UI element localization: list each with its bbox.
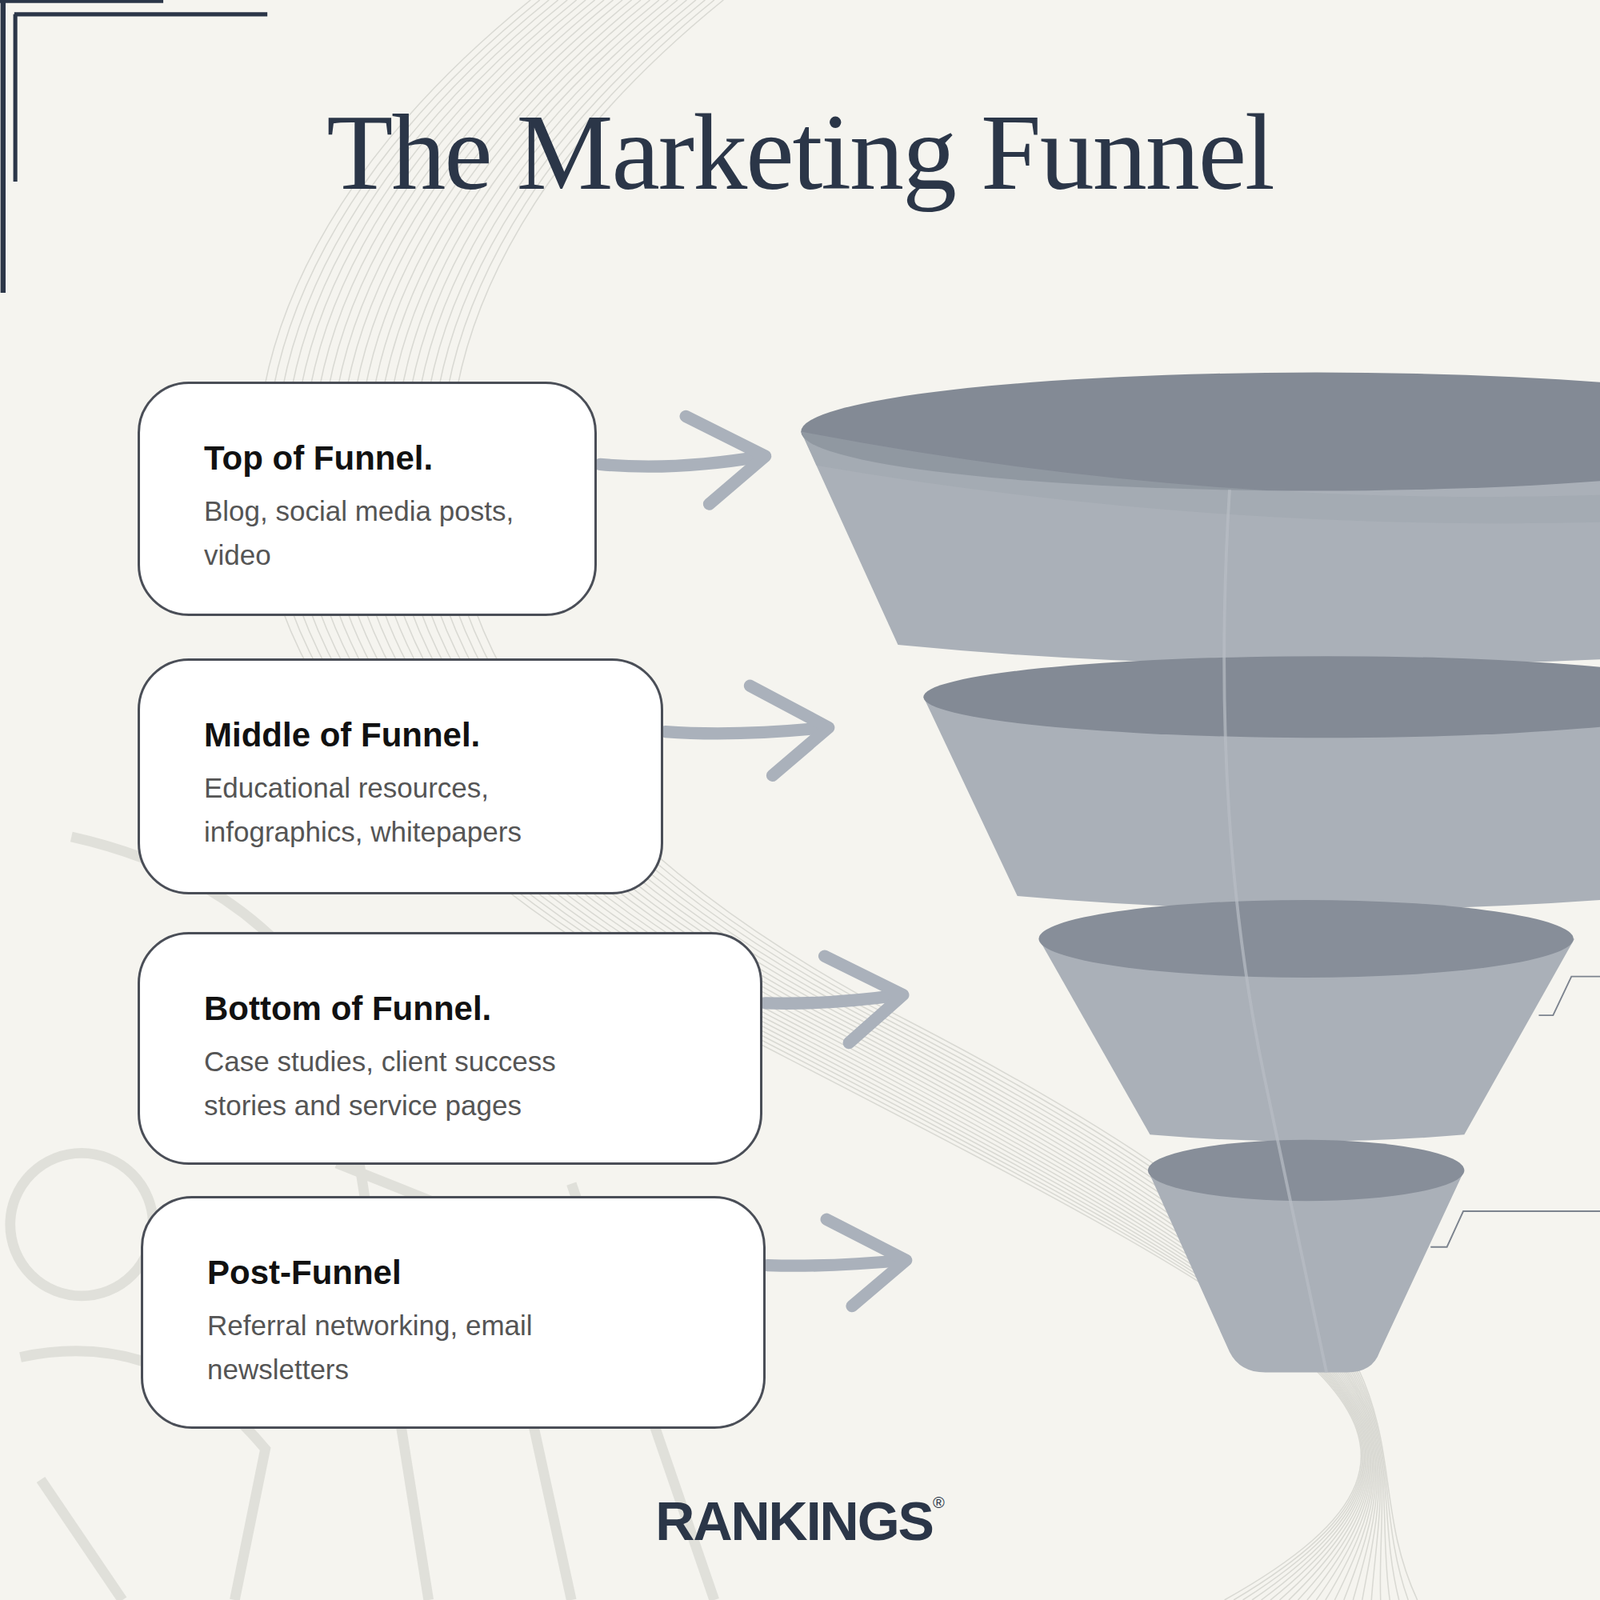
stage-box: Middle of Funnel. Educational resources, …: [137, 658, 664, 895]
stage-heading: Post-Funnel: [207, 1252, 732, 1293]
stage-box: Bottom of Funnel. Case studies, client su…: [137, 932, 763, 1165]
logo: RANKINGS®: [0, 1489, 1600, 1552]
stage-description: Educational resources, infographics, whi…: [204, 766, 588, 854]
stage-box: Top of Funnel. Blog, social media posts, …: [137, 381, 597, 616]
leader-lines: [1430, 976, 1600, 1248]
stage-description: Referral networking, email newsletters: [207, 1304, 592, 1392]
brand-name: RANKINGS: [655, 1490, 933, 1552]
stage-description: Case studies, client success stories and…: [204, 1040, 604, 1128]
funnel: [800, 372, 1600, 1373]
stage-heading: Top of Funnel.: [204, 438, 563, 479]
stage-heading: Middle of Funnel.: [204, 715, 629, 756]
title: The Marketing Funnel: [0, 89, 1600, 215]
stage-heading: Bottom of Funnel.: [204, 988, 728, 1029]
corner-lines: [0, 0, 268, 293]
stage-description: Blog, social media posts, video: [204, 489, 556, 577]
stage-box: Post-FunnelReferral networking, email ne…: [140, 1196, 766, 1429]
registered-mark: ®: [932, 1493, 945, 1512]
